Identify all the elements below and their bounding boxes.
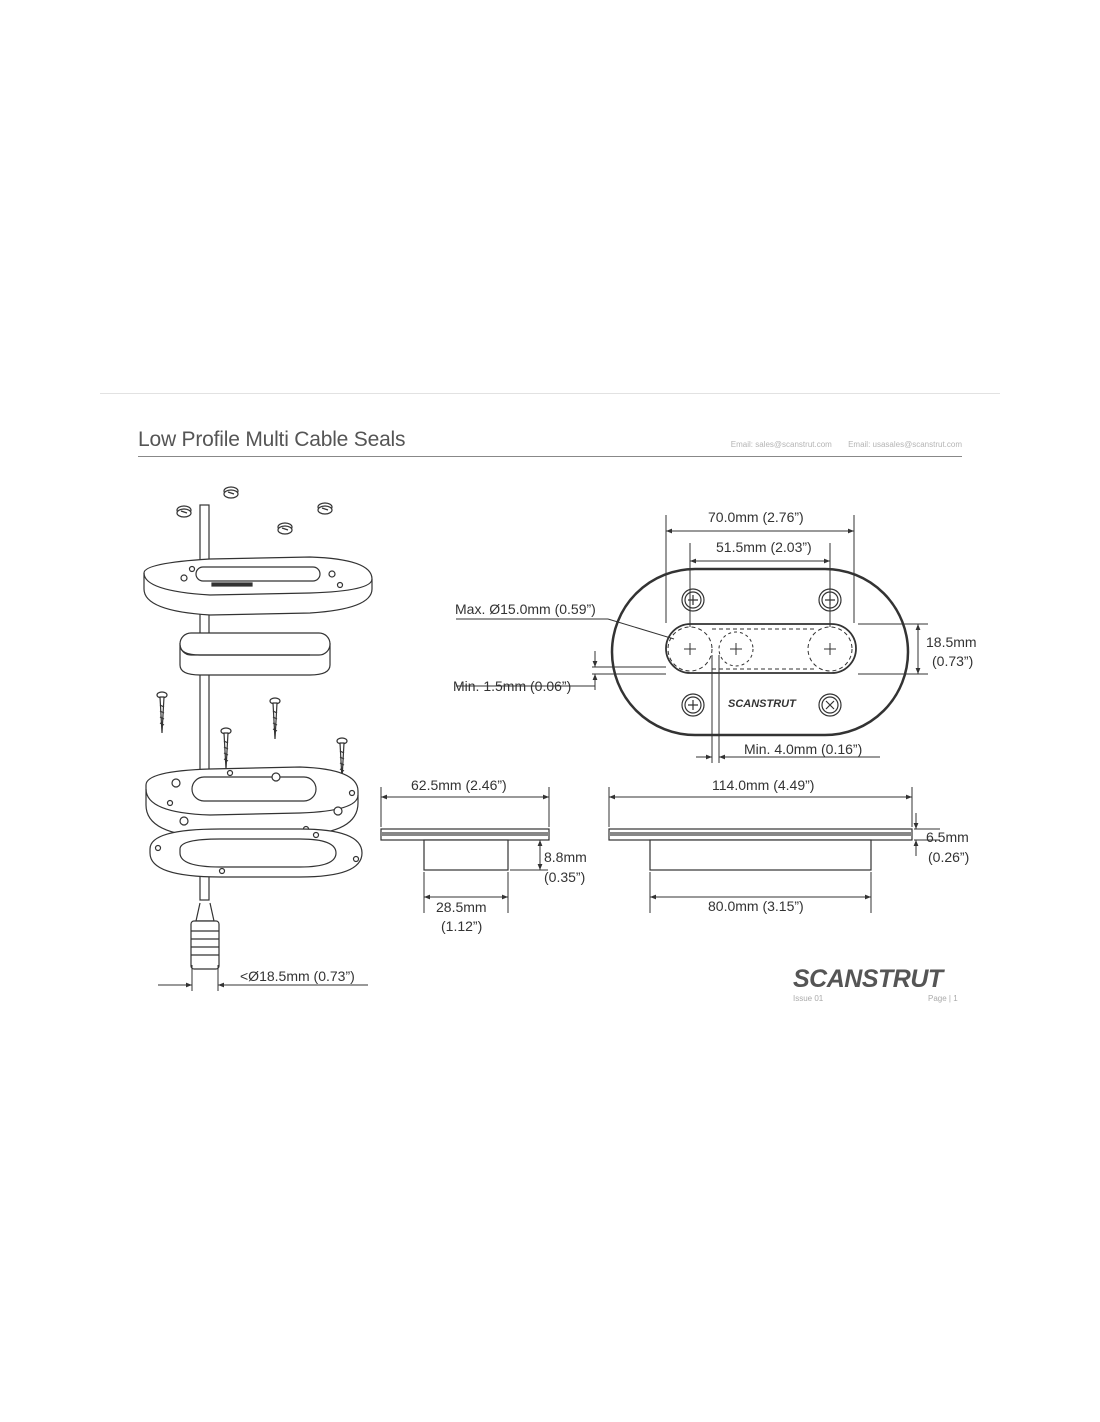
cable-hole-left [667,626,713,672]
technical-drawing: <Ø18.5mm (0.73”) SCANSTRUT [143,486,977,991]
end-base-in-label: (1.12”) [441,918,482,934]
slot-height-in-label: (0.73”) [932,653,973,669]
side-view-dimensions [608,787,940,913]
slot-height-mm-label: 18.5mm [926,634,977,650]
overall-width-label: 70.0mm (2.76”) [708,509,804,525]
hole-spacing-label: 51.5mm (2.03”) [716,539,812,555]
base-plate [145,766,359,838]
cable [199,504,210,901]
exploded-view [143,486,373,970]
drawing-sheet: Low Profile Multi Cable Seals Email: sal… [100,393,1000,1033]
end-view-dimensions [380,787,550,913]
end-view [380,828,550,871]
side-base-label: 80.0mm (3.15”) [708,898,804,914]
top-view [610,567,910,737]
cable-hole-right [807,626,853,672]
min-gap-label: Min. 1.5mm (0.06”) [453,678,571,694]
top-view-dimensions [456,515,928,763]
end-width-label: 62.5mm (2.46”) [411,777,507,793]
plate-brand: SCANSTRUT [728,698,797,710]
cable-connector [190,902,220,970]
gasket [149,828,363,878]
top-cover-plate [143,556,373,616]
contact-emails: Email: sales@scanstrut.com Email: usasal… [731,440,962,449]
side-view [608,828,913,871]
cable-diameter-label: <Ø18.5mm (0.73”) [240,968,355,984]
slot-outline [665,623,857,674]
side-length-label: 114.0mm (4.49”) [712,777,814,793]
issue-number: Issue 01 [793,994,824,1003]
min-spacing-label: Min. 4.0mm (0.16”) [744,741,862,757]
page-number: Page | 1 [928,994,958,1003]
scanstrut-logo: SCANSTRUT [793,965,943,993]
title-rule [138,456,962,457]
page-title: Low Profile Multi Cable Seals [138,428,406,451]
mounting-screws [156,691,348,780]
end-depth-in-label: (0.35”) [544,869,585,885]
end-base-mm-label: 28.5mm [436,899,487,915]
email-us: Email: usasales@scanstrut.com [848,440,962,449]
side-thickness-mm-label: 6.5mm [926,829,969,845]
cable-hole-center [718,631,754,667]
top-screws [176,486,333,535]
top-divider [100,393,1000,394]
email-uk: Email: sales@scanstrut.com [730,440,832,449]
max-cable-label: Max. Ø15.0mm (0.59”) [455,601,596,617]
plate-outline [610,567,910,737]
cable-diameter-dimension [158,965,368,991]
end-depth-mm-label: 8.8mm [544,849,587,865]
rubber-grommet [179,632,331,676]
side-thickness-in-label: (0.26”) [928,849,969,865]
